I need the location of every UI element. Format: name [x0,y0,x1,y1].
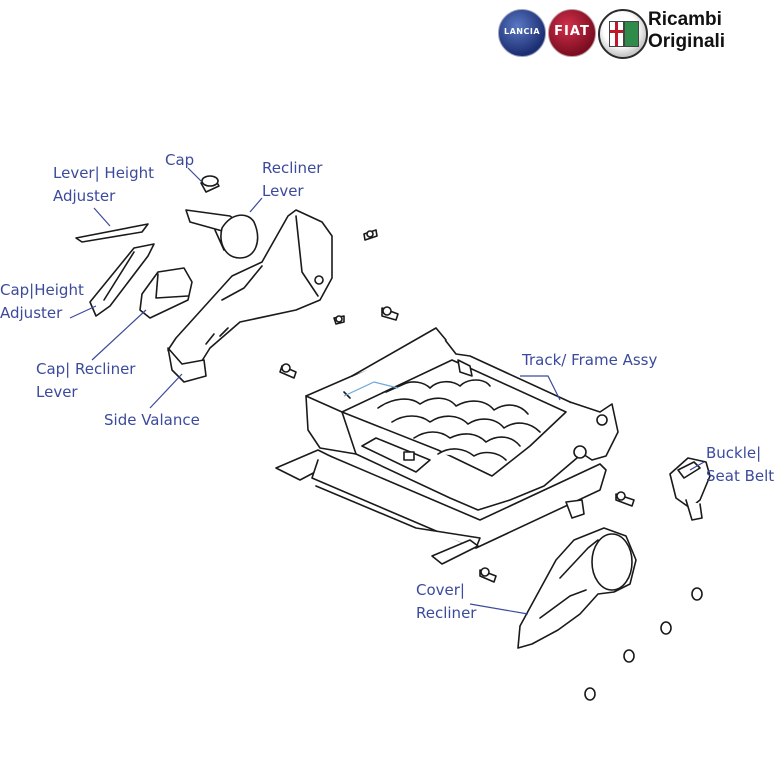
label-cap-height-adjuster-line2: Adjuster [0,304,63,322]
recliner-lever-part [185,209,259,259]
label-cap-height-adjuster-line1: Cap|Height [0,281,84,299]
cap-recliner-lever-leader-line [91,309,147,361]
label-cover-recliner-line1: Cover| [416,581,465,599]
label-lever-height-adjuster-line2: Adjuster [53,187,116,205]
brand-title-line2: Originali [648,31,726,52]
recliner-lever-leader-line [249,197,263,213]
label-track-frame-assy: Track/ Frame Assy [522,351,658,369]
label-buckle-seat-belt-line1: Buckle| [706,444,762,462]
cap-height-adjuster-part [89,243,155,317]
alfa-cross-emblem [609,21,624,47]
track-frame-assy-part [275,327,619,565]
fiat-logo-text: FIAT [554,24,590,39]
alfa-romeo-logo-icon [598,9,648,59]
cover-recliner-leader-line [469,603,529,615]
label-recliner-lever-line2: Lever [262,182,304,200]
brand-title-line1: Ricambi [648,9,722,30]
cap-height-adjuster-leader-line [69,305,97,319]
lancia-logo-text: LANCIA [503,27,541,36]
side-valance-leader-line [149,373,183,409]
label-cap-recliner-lever-line2: Lever [36,383,78,401]
label-cap: Cap [165,151,195,169]
buckle-seat-belt-part [669,457,711,521]
alfa-biscione-emblem [624,21,639,47]
side-valance-part [167,209,333,383]
track-frame-assy-leader-line [520,375,561,401]
cap-leader-line [187,167,203,183]
label-side-valance: Side Valance [104,411,200,429]
fiat-logo-icon: FIAT [548,9,596,57]
label-recliner-lever-line1: Recliner [262,159,323,177]
label-buckle-seat-belt-line2: Seat Belt [706,467,775,485]
lancia-logo-icon: LANCIA [498,9,546,57]
cap-part [200,175,220,193]
cap-recliner-lever-part [139,267,193,319]
label-cap-recliner-lever-line1: Cap| Recliner [36,360,136,378]
bolt-part [279,229,635,583]
label-cover-recliner-line2: Recliner [416,604,477,622]
buckle-seat-belt-leader-line [689,461,705,471]
frame-highlight-leader-line [343,381,399,397]
lever-height-adjuster-part [75,223,149,243]
leader-lines [69,167,705,615]
brand-title: Ricambi Originali [648,9,725,53]
lever-height-adjuster-leader-line [93,207,111,227]
nut-part [584,587,703,701]
cover-recliner-part [517,527,637,649]
label-lever-height-adjuster-line1: Lever| Height [53,164,155,182]
